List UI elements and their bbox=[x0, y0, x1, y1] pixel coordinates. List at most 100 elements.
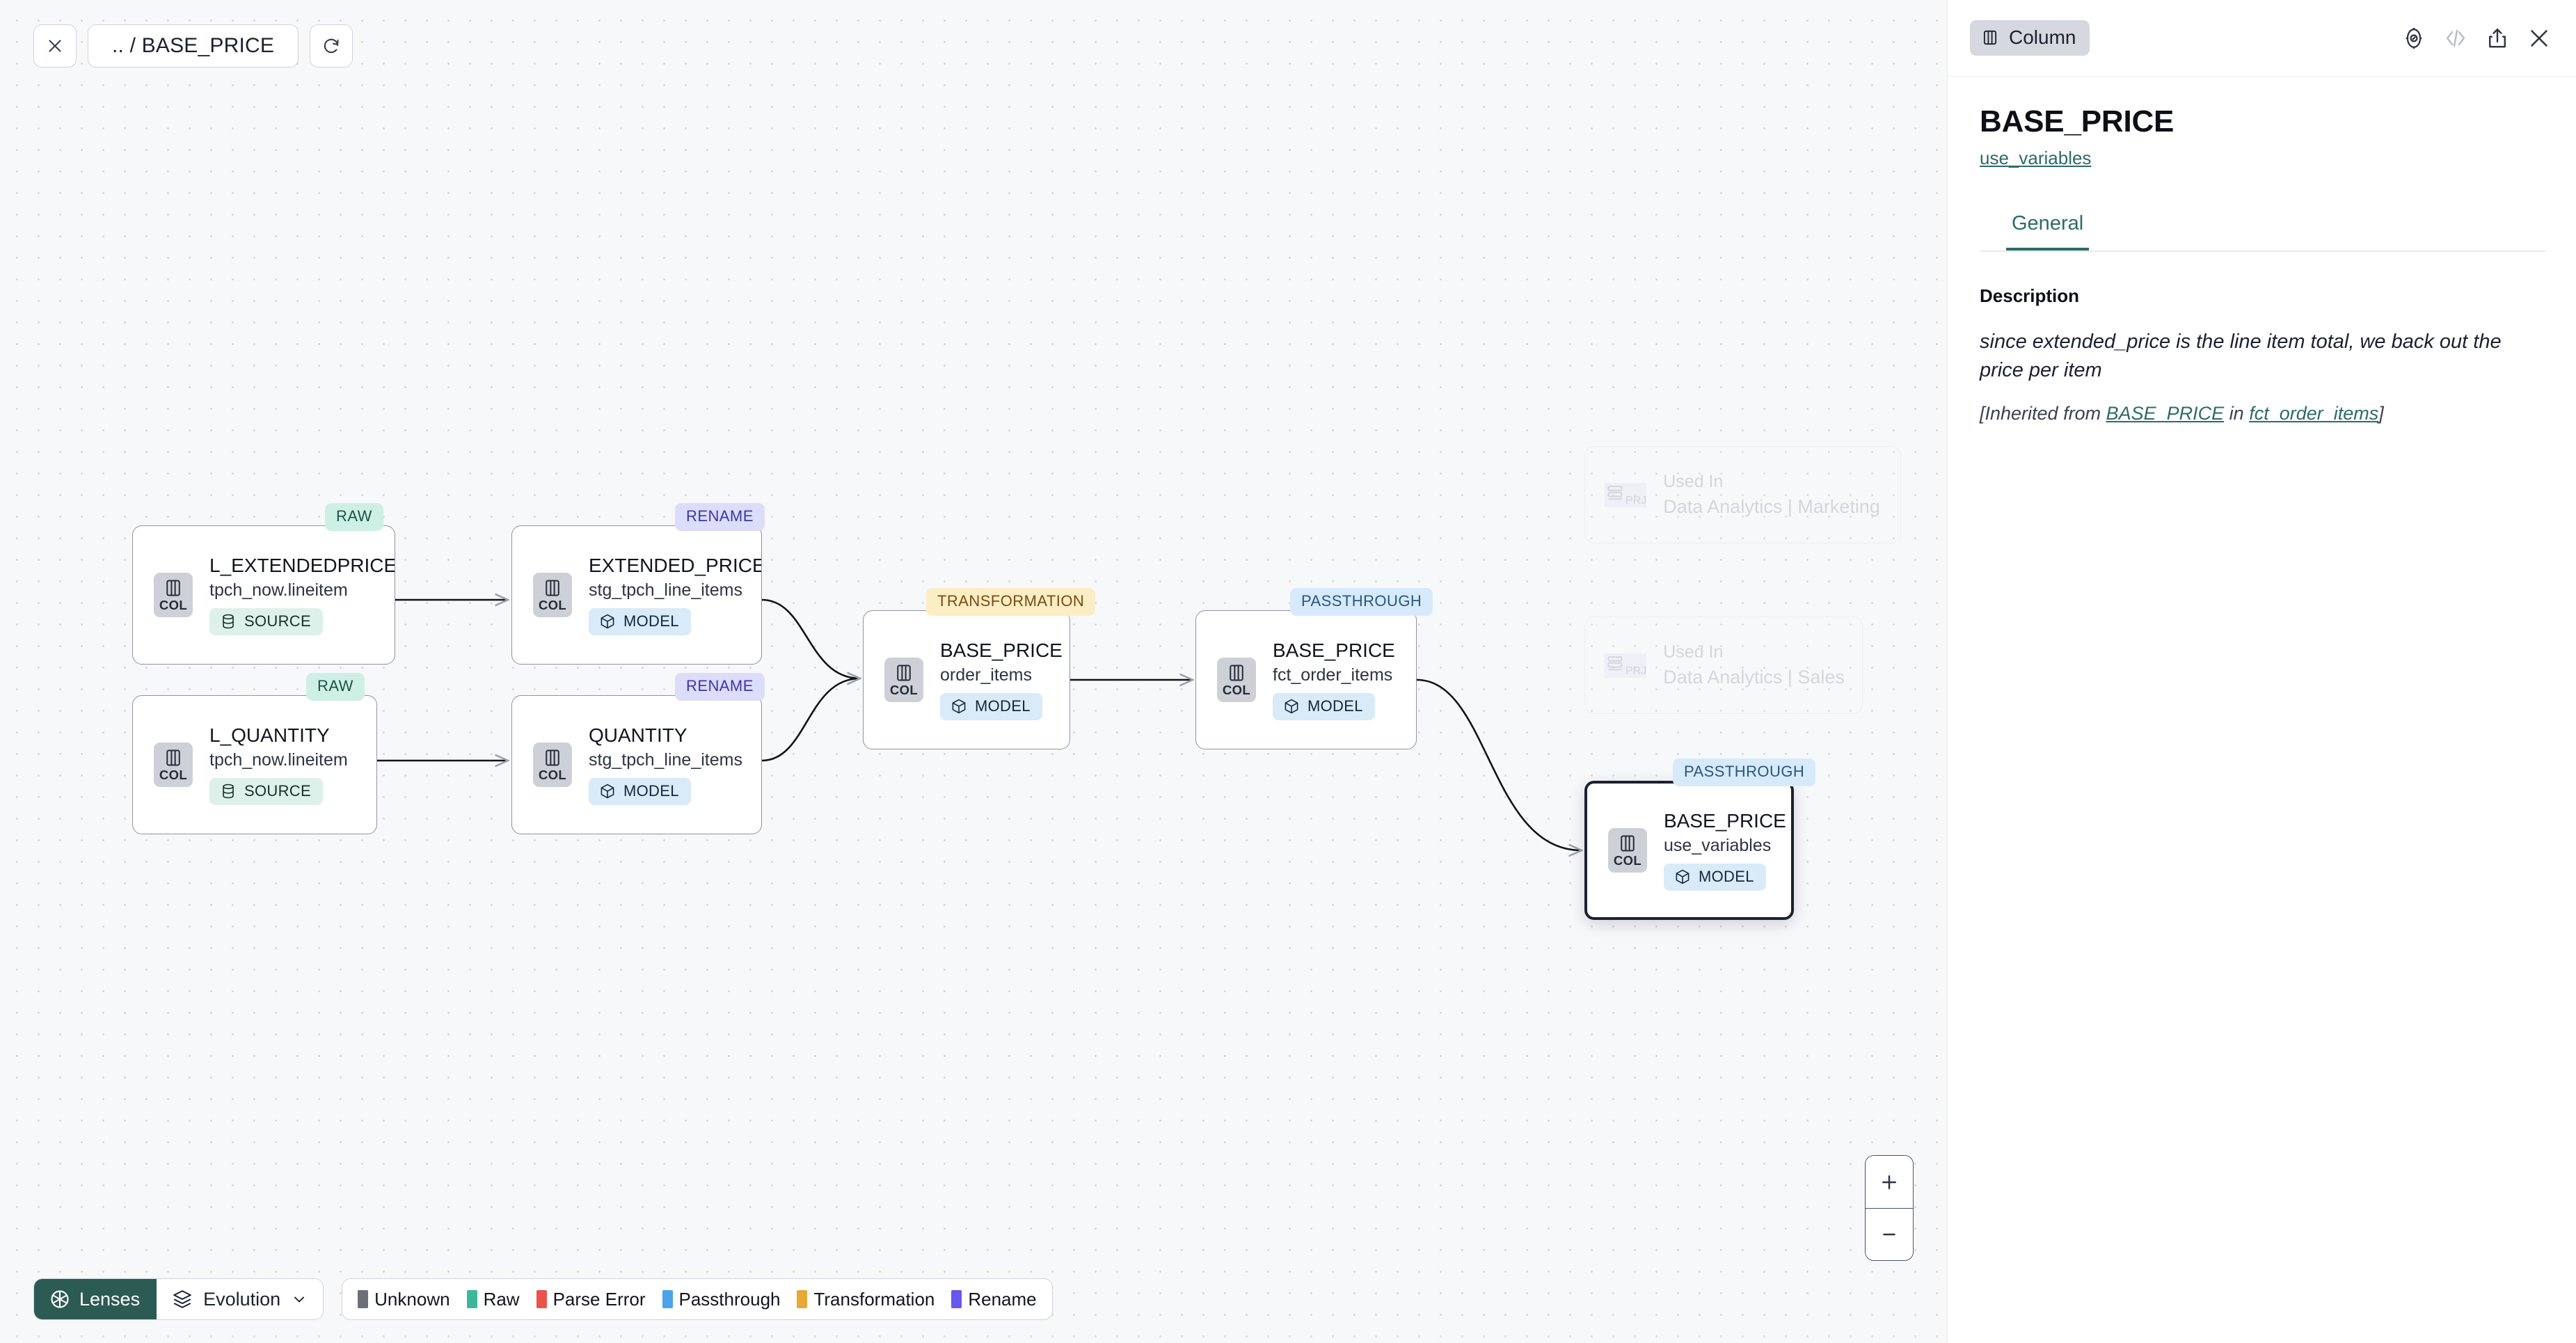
zoom-in-button[interactable] bbox=[1866, 1156, 1913, 1208]
description-text: since extended_price is the line item to… bbox=[1980, 331, 2502, 382]
column-icon bbox=[897, 665, 911, 681]
node-subtitle: tpch_now.lineitem bbox=[209, 749, 348, 770]
node-title: BASE_PRICE bbox=[1664, 810, 1786, 832]
node-type-badge: RAW bbox=[306, 673, 365, 701]
column-icon bbox=[1230, 665, 1243, 681]
legend-item-unknown[interactable]: Unknown bbox=[358, 1289, 450, 1310]
node-title: BASE_PRICE bbox=[940, 639, 1063, 662]
details-panel: Column bbox=[1947, 0, 2576, 1343]
inherited-model-link[interactable]: fct_order_items bbox=[2249, 403, 2379, 424]
node-kind-chip: COL bbox=[154, 573, 193, 617]
details-panel-body: BASE_PRICE use_variables General Descrip… bbox=[1948, 77, 2576, 1343]
node-materialization-chip: MODEL bbox=[940, 692, 1042, 720]
page-title: BASE_PRICE bbox=[1980, 104, 2175, 138]
node-materialization-label: MODEL bbox=[1699, 867, 1754, 885]
inherited-suffix: ] bbox=[2378, 403, 2384, 424]
node-materialization-chip: MODEL bbox=[1664, 863, 1766, 891]
close-graph-button[interactable] bbox=[33, 24, 77, 67]
zoom-out-button[interactable] bbox=[1866, 1208, 1913, 1260]
ghost-node-title: Data Analytics | Sales bbox=[1663, 667, 1845, 688]
column-icon bbox=[1983, 30, 1997, 45]
lineage-edge bbox=[761, 678, 860, 762]
details-panel-header: Column bbox=[1948, 0, 2576, 77]
minus-icon bbox=[1883, 1233, 1895, 1236]
lineage-edge bbox=[761, 598, 860, 678]
legend-swatch bbox=[951, 1290, 962, 1308]
legend-swatch bbox=[797, 1290, 808, 1308]
breadcrumb-button[interactable]: .. / BASE_PRICE bbox=[88, 24, 299, 67]
node-type-badge: RENAME bbox=[675, 503, 765, 531]
legend-label: Passthrough bbox=[678, 1288, 781, 1310]
lineage-edge bbox=[1416, 678, 1582, 850]
layers-icon bbox=[173, 1290, 191, 1308]
ghost-node-caption: Used In bbox=[1663, 472, 1724, 491]
node-type-badge: PASSTHROUGH bbox=[1290, 588, 1433, 616]
node-subtitle: tpch_now.lineitem bbox=[209, 580, 348, 600]
entity-type-label: Column bbox=[2009, 26, 2076, 48]
bottom-bar: Lenses Evolution Unknown Raw Parse Error Pa… bbox=[33, 1278, 1053, 1320]
legend-item-passthrough[interactable]: Passthrough bbox=[662, 1288, 781, 1310]
legend-item-rename[interactable]: Rename bbox=[951, 1289, 1037, 1310]
database-icon bbox=[223, 614, 234, 629]
node-type-badge: TRANSFORMATION bbox=[926, 588, 1096, 616]
node-type-badge: RAW bbox=[325, 503, 383, 531]
node-materialization-chip: MODEL bbox=[589, 607, 691, 635]
entity-type-chip[interactable]: Column bbox=[1970, 20, 2090, 56]
refresh-button[interactable] bbox=[310, 24, 353, 67]
node-title: L_QUANTITY bbox=[209, 724, 330, 747]
ghost-node-title: Data Analytics | Marketing bbox=[1663, 496, 1880, 517]
node-materialization-chip: SOURCE bbox=[209, 777, 323, 805]
node-materialization-label: MODEL bbox=[623, 781, 679, 800]
code-icon[interactable] bbox=[2444, 26, 2467, 50]
node-materialization-chip: MODEL bbox=[1273, 692, 1375, 720]
compass-icon[interactable] bbox=[2402, 26, 2426, 50]
project-icon bbox=[1607, 485, 1623, 500]
legend-label: Parse Error bbox=[552, 1288, 646, 1310]
node-type-badge: PASSTHROUGH bbox=[1673, 758, 1816, 786]
panel-tabs: General bbox=[1980, 212, 2545, 252]
lineage-legend: Unknown Raw Parse Error Passthrough Transfor… bbox=[342, 1278, 1053, 1320]
legend-label: Transformation bbox=[813, 1288, 935, 1310]
legend-swatch bbox=[536, 1290, 547, 1308]
description-heading: Description bbox=[1980, 285, 2080, 306]
description-inherited: [Inherited from BASE_PRICE in fct_order_… bbox=[1980, 403, 2545, 424]
inherited-column-link[interactable]: BASE_PRICE bbox=[2106, 403, 2225, 424]
node-kind-chip: PRJ bbox=[1605, 653, 1647, 678]
lenses-button[interactable]: Lenses bbox=[34, 1279, 157, 1319]
cube-icon bbox=[952, 699, 966, 713]
close-panel-icon[interactable] bbox=[2527, 26, 2551, 50]
node-kind-chip: COL bbox=[533, 573, 572, 617]
tab-general[interactable]: General bbox=[2006, 212, 2090, 251]
zoom-controls bbox=[1865, 1155, 1914, 1261]
legend-item-raw[interactable]: Raw bbox=[466, 1289, 520, 1310]
legend-item-transformation[interactable]: Transformation bbox=[797, 1289, 935, 1310]
node-materialization-chip: MODEL bbox=[589, 777, 691, 805]
node-materialization-label: MODEL bbox=[1307, 697, 1363, 715]
close-icon bbox=[49, 40, 61, 52]
parent-model-link[interactable]: use_variables bbox=[1980, 148, 2092, 168]
refresh-icon bbox=[324, 38, 339, 54]
legend-item-parse-error[interactable]: Parse Error bbox=[536, 1289, 646, 1310]
node-materialization-label: MODEL bbox=[623, 612, 679, 630]
evolution-dropdown[interactable]: Evolution bbox=[157, 1279, 324, 1319]
node-materialization-label: SOURCE bbox=[244, 781, 311, 800]
node-type-badge: RENAME bbox=[675, 673, 765, 701]
breadcrumb: .. / BASE_PRICE bbox=[112, 34, 275, 57]
share-icon[interactable] bbox=[2486, 26, 2509, 50]
node-subtitle: fct_order_items bbox=[1273, 665, 1393, 685]
node-kind-chip: COL bbox=[1608, 828, 1647, 873]
lenses-group: Lenses Evolution bbox=[33, 1278, 324, 1320]
node-subtitle: stg_tpch_line_items bbox=[589, 580, 742, 600]
node-subtitle: stg_tpch_line_items bbox=[589, 749, 742, 770]
